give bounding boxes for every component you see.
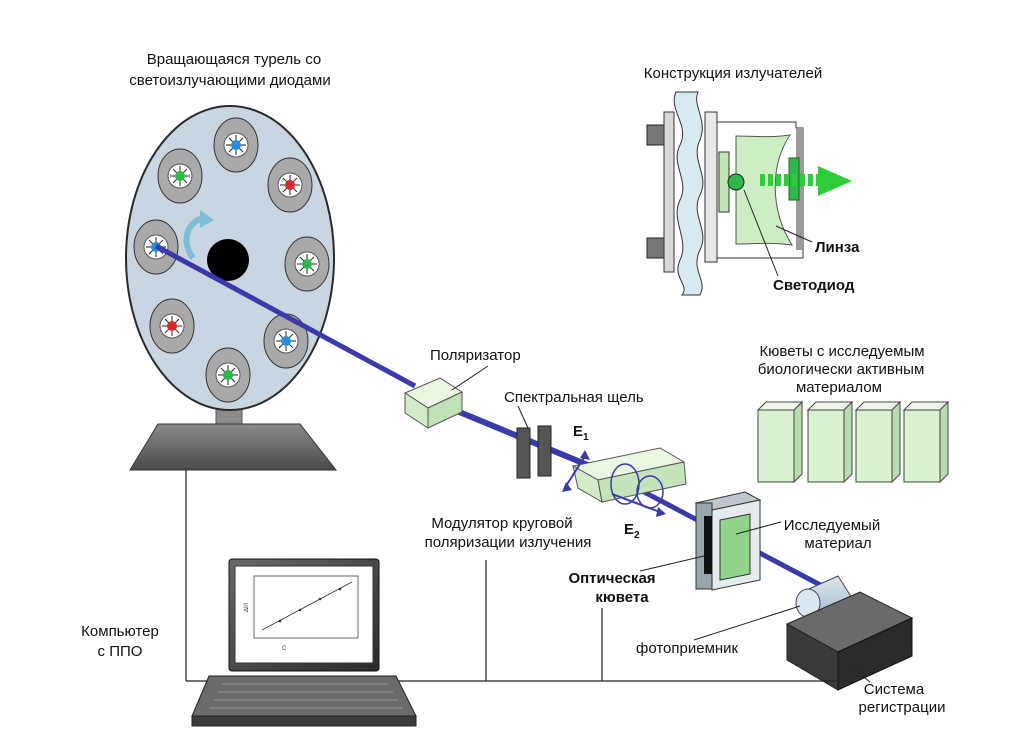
sample-cuvette[interactable] (902, 400, 950, 484)
spectral-slit[interactable] (516, 425, 552, 479)
emitter-construction (646, 91, 852, 296)
computer-label-line1: Компьютер (81, 623, 159, 640)
led-socket-blue (263, 313, 309, 369)
led-green-icon (302, 259, 312, 269)
slit-label: Спектральная щель (504, 389, 644, 406)
laptop-keyboard (191, 675, 417, 717)
sample-cuvette[interactable] (806, 400, 854, 484)
modulator-label-line2: поляризации излучения (425, 534, 592, 551)
led-socket-red (149, 298, 195, 354)
led-green-icon (175, 171, 185, 181)
computer-label-line2: с ППО (98, 643, 143, 660)
e2-label: E2 (624, 521, 640, 541)
led-blue-icon (231, 140, 241, 150)
turret-title-line1: Вращающаяся турель со (147, 51, 322, 68)
turret-title-line2: светоизлучающими диодами (129, 72, 330, 89)
cuvettes-label-line1: Кюветы с исследуемым (759, 343, 924, 360)
svg-text:C: C (282, 646, 287, 652)
circular-polarization-modulator[interactable] (562, 447, 687, 517)
sample-cuvette[interactable] (854, 400, 902, 484)
registration-label-line2: регистрации (859, 699, 946, 716)
led-socket-blue (213, 117, 259, 173)
emitter-title: Конструкция излучателей (644, 65, 822, 82)
photodetector-label: фотоприемник (636, 640, 739, 657)
rotation-arrowhead-icon (200, 210, 214, 228)
material-label-line2: материал (804, 535, 871, 552)
sample-cuvette[interactable] (756, 400, 804, 484)
optical-cuvette-label-line2: кювета (595, 589, 649, 606)
registration-system[interactable] (785, 591, 914, 691)
led-socket-green (205, 347, 251, 403)
sample-cuvettes[interactable] (756, 400, 950, 484)
led-label: Светодиод (773, 277, 855, 294)
led-red-icon (285, 180, 295, 190)
led-blue-icon (281, 336, 291, 346)
registration-label-line1: Система (864, 681, 925, 698)
rotation-arrow-icon (183, 215, 205, 260)
turret-stand (129, 423, 338, 471)
svg-text:ΔI/I: ΔI/I (244, 603, 250, 612)
leader-lines (451, 365, 871, 683)
polarizer-label: Поляризатор (430, 347, 521, 364)
optical-cuvette[interactable] (694, 491, 762, 591)
led-socket-red (267, 157, 313, 213)
computer[interactable]: ΔI/I C (191, 558, 417, 727)
led-socket-green (157, 148, 203, 204)
led-turret[interactable] (125, 105, 338, 471)
material-label-line1: Исследуемый (784, 517, 880, 534)
e1-vector-arrow-icon (565, 455, 586, 487)
light-beam (154, 243, 417, 389)
led-red-icon (167, 321, 177, 331)
polarizer[interactable] (403, 377, 464, 429)
screen-chart: ΔI/I C (244, 575, 359, 652)
cuvettes-label-line3: материалом (796, 379, 882, 396)
led-green-icon (223, 370, 233, 380)
e2-vector-arrow-icon (611, 493, 661, 513)
cuvettes-label-line2: биологически активным (758, 361, 925, 378)
sample-material (719, 513, 751, 581)
lens-label: Линза (815, 239, 860, 256)
modulator-label-line1: Модулятор круговой (431, 515, 572, 532)
e1-label: E1 (573, 423, 589, 443)
led-socket-green (284, 236, 330, 292)
optical-cuvette-label-line1: Оптическая (568, 570, 655, 587)
light-output-arrow-icon (818, 166, 852, 196)
turret-hub (207, 239, 249, 281)
labels: Вращающаяся турель со светоизлучающими д… (81, 51, 945, 716)
